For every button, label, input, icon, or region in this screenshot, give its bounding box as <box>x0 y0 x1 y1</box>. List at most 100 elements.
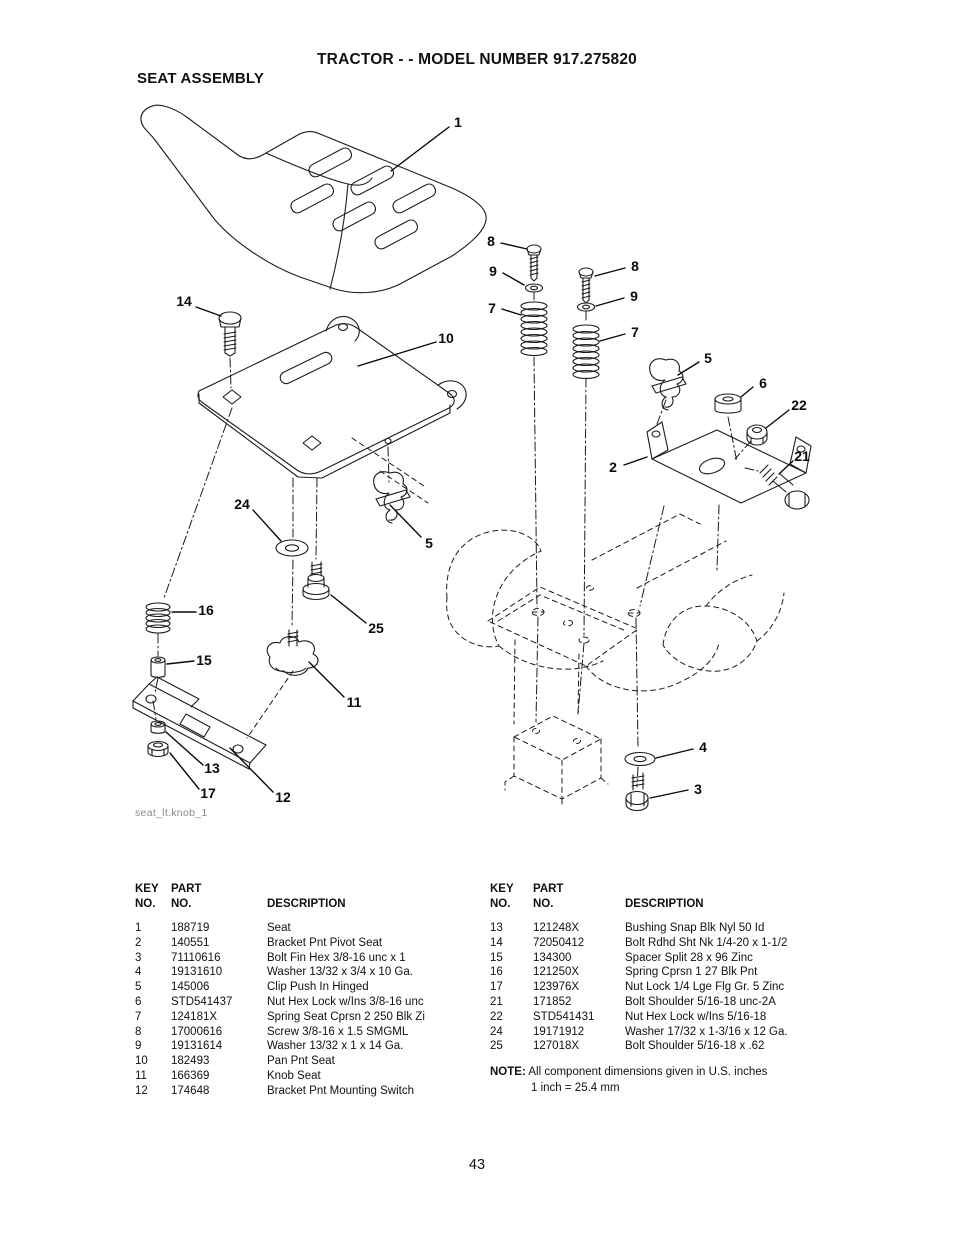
key-cell: 1 <box>135 922 142 934</box>
part-cell: 72050412 <box>533 936 585 949</box>
callout-10: 10 <box>438 330 454 346</box>
key-cell: 12 <box>135 1084 148 1097</box>
key-header-line1: KEY <box>135 883 159 895</box>
part-cell: 121248X <box>533 922 580 934</box>
washer-24 <box>275 539 309 557</box>
desc-header: DESCRIPTION <box>625 898 704 910</box>
spacer-15 <box>150 656 166 678</box>
key-cell: 13 <box>490 922 503 934</box>
bolt-21 <box>759 464 810 510</box>
part-cell: 17000616 <box>171 1025 223 1038</box>
key-cell: 7 <box>135 1010 142 1023</box>
callout-4: 4 <box>699 739 707 755</box>
key-cell: 24 <box>490 1025 503 1038</box>
callout-12: 12 <box>275 789 291 805</box>
part-cell: 134300 <box>533 951 572 964</box>
callout-17: 17 <box>200 785 216 801</box>
table-row: 8 17000616 Screw 3/8-16 x 1.5 SMGML <box>135 1025 485 1040</box>
part-cell: 19171912 <box>533 1025 585 1038</box>
spring-16 <box>145 602 171 634</box>
key-cell: 14 <box>490 936 503 949</box>
part-cell: 124181X <box>171 1010 218 1023</box>
diagram-linework <box>132 104 812 812</box>
spring-7-left <box>520 301 548 357</box>
desc-cell: Bracket Pnt Mounting Switch <box>267 1084 415 1097</box>
part-cell: STD541437 <box>171 995 233 1008</box>
page-number: 43 <box>468 1157 486 1173</box>
key-cell: 17 <box>490 981 503 994</box>
desc-cell: Screw 3/8-16 x 1.5 SMGML <box>267 1025 409 1038</box>
seat-part <box>140 104 487 294</box>
callout-8b: 8 <box>631 258 639 274</box>
desc-cell: Knob Seat <box>267 1069 321 1082</box>
desc-cell: Bolt Shoulder 5/16-18 unc-2A <box>625 995 776 1008</box>
callout-13: 13 <box>204 760 220 776</box>
knob-11 <box>266 629 319 676</box>
washer-9-left <box>524 283 544 293</box>
desc-cell: Bushing Snap Blk Nyl 50 Id <box>625 922 765 934</box>
bushing-13 <box>150 720 166 734</box>
screw-8-left <box>526 244 542 282</box>
washer-4 <box>624 751 656 767</box>
desc-cell: Bolt Rdhd Sht Nk 1/4-20 x 1-1/2 <box>625 936 788 949</box>
key-header-line2: NO. <box>135 898 156 910</box>
part-header-line1: PART <box>171 883 202 895</box>
desc-cell: Washer 17/32 x 1-3/16 x 12 Ga. <box>625 1025 788 1038</box>
table-row: 7 124181X Spring Seat Cprsn 2 250 Blk Zi <box>135 1010 485 1025</box>
desc-cell: Nut Hex Lock w/Ins 5/16-18 <box>625 1010 767 1023</box>
key-header-line1: KEY <box>490 883 514 895</box>
key-cell: 8 <box>135 1025 142 1038</box>
key-cell: 4 <box>135 966 142 979</box>
part-cell: 166369 <box>171 1069 210 1082</box>
desc-cell: Nut Lock 1/4 Lge Flg Gr. 5 Zinc <box>625 981 785 994</box>
callout-5: 5 <box>704 350 712 366</box>
key-cell: 3 <box>135 951 142 964</box>
leader-lines <box>165 126 794 799</box>
assembly-axes <box>152 291 759 788</box>
callout-8: 8 <box>487 233 495 249</box>
seat-pan-part <box>197 315 467 479</box>
desc-cell: Bracket Pnt Pivot Seat <box>267 936 383 949</box>
part-cell: 182493 <box>171 1055 210 1068</box>
key-cell: 16 <box>490 966 503 979</box>
part-header-line1: PART <box>533 883 564 895</box>
part-cell: 174648 <box>171 1084 210 1097</box>
note-label: NOTE: <box>490 1066 526 1079</box>
clip-5-lower <box>373 471 411 524</box>
callout-5b: 5 <box>425 535 433 551</box>
key-cell: 2 <box>135 936 142 949</box>
desc-cell: Spring Seat Cprsn 2 250 Blk Zi <box>267 1010 425 1023</box>
bolt-25 <box>302 561 330 601</box>
table-row: 24 19171912 Washer 17/32 x 1-3/16 x 12 Ga. <box>490 1025 860 1040</box>
note-text-line2: 1 inch = 25.4 mm <box>531 1081 620 1094</box>
callout-22: 22 <box>791 397 807 413</box>
desc-cell: Washer 13/32 x 1 x 14 Ga. <box>267 1040 404 1053</box>
callout-11: 11 <box>346 694 362 710</box>
key-cell: 15 <box>490 951 503 964</box>
desc-cell: Clip Push In Hinged <box>267 981 369 994</box>
key-cell: 10 <box>135 1055 148 1068</box>
key-cell: 6 <box>135 995 142 1008</box>
clip-5-upper <box>649 358 687 411</box>
table-row: 13 121248X Bushing Snap Blk Nyl 50 Id <box>490 921 860 936</box>
spacer-6 <box>714 393 742 414</box>
callout-1: 1 <box>454 114 462 130</box>
callout-7b: 7 <box>631 324 639 340</box>
callout-2: 2 <box>609 459 617 475</box>
part-cell: 19131614 <box>171 1040 223 1053</box>
part-cell: 171852 <box>533 995 572 1008</box>
callout-3: 3 <box>694 781 702 797</box>
section-title: SEAT ASSEMBLY <box>137 70 265 87</box>
